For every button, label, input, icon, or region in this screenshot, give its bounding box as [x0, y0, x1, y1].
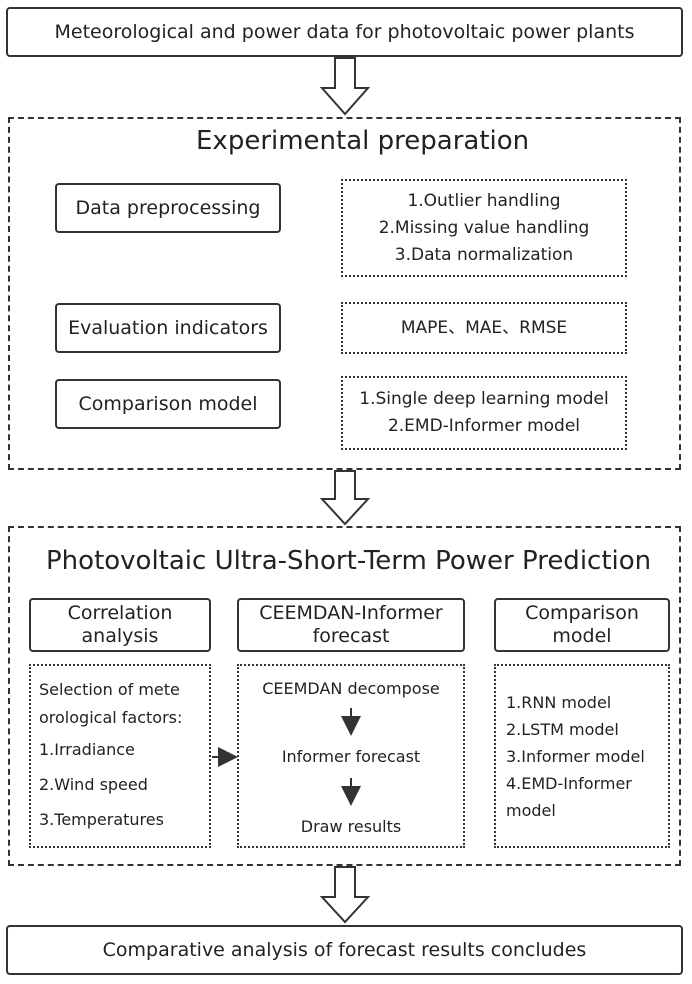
ceemdan-informer-header: CEEMDAN-Informer forecast [237, 598, 465, 652]
down-arrow-3 [319, 866, 371, 924]
factor-line: 2.Wind speed [39, 774, 148, 794]
input-data-box: Meteorological and power data for photov… [6, 7, 683, 57]
draw-results-step: Draw results [300, 816, 402, 836]
data-preprocessing-details: 1.Outlier handling 2.Missing value handl… [341, 179, 627, 277]
header-line: Comparison [525, 602, 639, 624]
evaluation-indicators-label: Evaluation indicators [68, 317, 268, 339]
power-prediction-group [8, 526, 681, 866]
down-arrow-1 [319, 57, 371, 116]
model-line: 1.RNN model [506, 692, 612, 712]
detail-line: 1.Single deep learning model [359, 389, 609, 409]
conclusion-box: Comparative analysis of forecast results… [6, 925, 683, 975]
detail-line: 2.EMD-Informer model [387, 416, 581, 436]
factor-line: 3.Temperatures [39, 809, 164, 829]
detail-line: 2.Missing value handling [378, 217, 590, 238]
factor-line: orological factors: [39, 707, 183, 727]
header-line: analysis [81, 625, 159, 647]
comparison-model-box: Comparison model [55, 379, 281, 429]
comparison-model-details: 1.Single deep learning model 2.EMD-Infor… [341, 376, 627, 450]
input-data-label: Meteorological and power data for photov… [54, 21, 635, 43]
down-arrow-2 [319, 470, 371, 526]
correlation-analysis-header: Correlation analysis [29, 598, 211, 652]
model-line: 2.LSTM model [506, 719, 619, 739]
header-line: model [552, 625, 612, 647]
comparison-model-label: Comparison model [78, 393, 258, 415]
experimental-preparation-group [8, 117, 681, 470]
comparison-model-header: Comparison model [494, 598, 670, 652]
header-line: forecast [312, 625, 390, 647]
header-line: CEEMDAN-Informer [259, 602, 443, 624]
model-line: 4.EMD-Informer [506, 773, 632, 793]
model-line: 3.Informer model [506, 746, 645, 766]
model-line: model [506, 800, 556, 820]
evaluation-indicators-details: MAPE、MAE、RMSE [341, 302, 627, 354]
evaluation-indicators-box: Evaluation indicators [55, 303, 281, 353]
power-prediction-title: Photovoltaic Ultra-Short-Term Power Pred… [46, 546, 652, 576]
experimental-preparation-title: Experimental preparation [196, 126, 530, 156]
detail-line: 3.Data normalization [394, 244, 574, 265]
data-preprocessing-box: Data preprocessing [55, 183, 281, 233]
data-preprocessing-label: Data preprocessing [75, 197, 261, 219]
detail-line: 1.Outlier handling [407, 190, 561, 211]
conclusion-label: Comparative analysis of forecast results… [102, 939, 587, 961]
correlation-analysis-details: Selection of mete orological factors: 1.… [29, 664, 211, 848]
informer-forecast-step: Informer forecast [281, 746, 421, 766]
comparison-model-list: 1.RNN model 2.LSTM model 3.Informer mode… [494, 664, 670, 848]
header-line: Correlation [67, 602, 173, 624]
detail-line: MAPE、MAE、RMSE [400, 317, 568, 338]
ceemdan-informer-details [237, 664, 465, 848]
factor-line: Selection of mete [39, 679, 180, 699]
factor-line: 1.Irradiance [39, 739, 135, 759]
ceemdan-decompose-step: CEEMDAN decompose [262, 678, 440, 698]
